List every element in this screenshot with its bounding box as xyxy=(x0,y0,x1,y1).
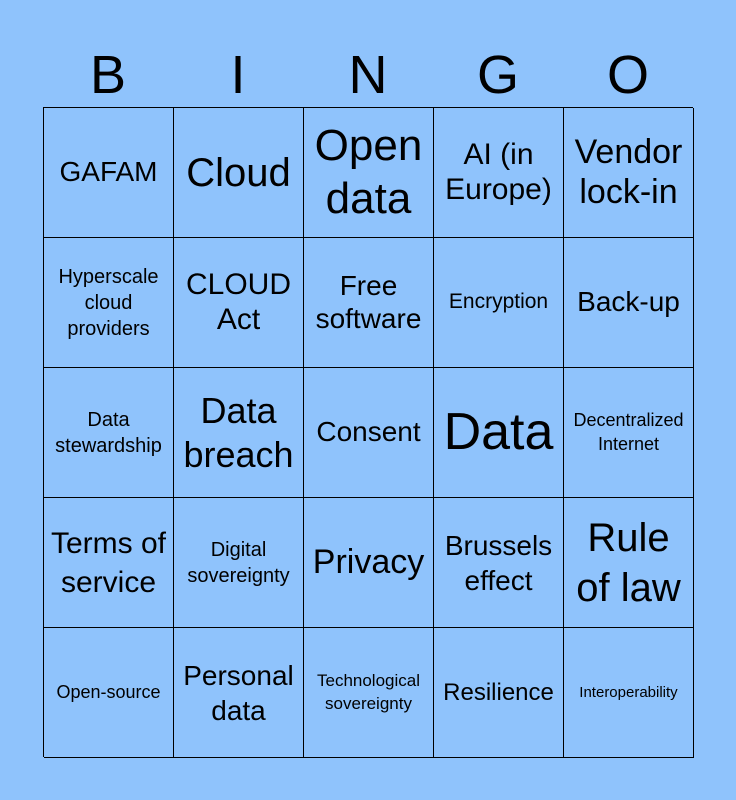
cell-label: Open data xyxy=(314,120,423,223)
cell-label: Digital sovereignty xyxy=(187,538,290,587)
bingo-cell[interactable]: Hyperscale cloud providers xyxy=(44,238,174,368)
cell-label: Free software xyxy=(315,270,422,334)
bingo-cell[interactable]: CLOUD Act xyxy=(174,238,304,368)
bingo-grid: GAFAM Cloud Open data AI (in Europe) Vendor … xyxy=(43,107,694,758)
bingo-cell[interactable]: Personal data xyxy=(174,628,304,758)
cell-label: Interoperability xyxy=(579,683,678,701)
bingo-header: B I N G O xyxy=(43,44,693,106)
cell-label: Consent xyxy=(316,416,421,448)
header-letter: B xyxy=(89,45,127,105)
cell-label: Decentralized Internet xyxy=(573,410,684,454)
cell-label: Open-source xyxy=(56,682,161,703)
cell-label: Cloud xyxy=(186,150,291,195)
bingo-cell[interactable]: Terms of service xyxy=(44,498,174,628)
bingo-cell[interactable]: Resilience xyxy=(434,628,564,758)
cell-label: Data xyxy=(443,402,554,461)
bingo-cell[interactable]: Data breach xyxy=(174,368,304,498)
bingo-cell[interactable]: Brussels effect xyxy=(434,498,564,628)
cell-label: Terms of service xyxy=(50,526,167,599)
header-letter: G xyxy=(476,45,519,105)
cell-label: Data stewardship xyxy=(55,408,162,457)
bingo-cell[interactable]: GAFAM xyxy=(44,108,174,238)
cell-label: Data breach xyxy=(183,390,294,475)
cell-label: Privacy xyxy=(312,542,425,581)
bingo-cell[interactable]: Consent xyxy=(304,368,434,498)
cell-label: Vendor lock-in xyxy=(574,133,683,211)
bingo-cell[interactable]: Open data xyxy=(304,108,434,238)
cell-label: Rule of law xyxy=(576,515,681,610)
cell-label: Technological sovereignty xyxy=(316,671,420,713)
bingo-cell[interactable]: Rule of law xyxy=(564,498,694,628)
bingo-cell[interactable]: Technological sovereignty xyxy=(304,628,434,758)
bingo-cell[interactable]: Data xyxy=(434,368,564,498)
cell-label: Encryption xyxy=(448,290,549,314)
bingo-cell[interactable]: Back-up xyxy=(564,238,694,368)
bingo-cell[interactable]: Privacy xyxy=(304,498,434,628)
cell-label: AI (in Europe) xyxy=(445,138,552,206)
cell-label: Hyperscale cloud providers xyxy=(58,265,159,340)
bingo-cell[interactable]: Vendor lock-in xyxy=(564,108,694,238)
cell-label: GAFAM xyxy=(59,156,158,188)
bingo-cell[interactable]: Free software xyxy=(304,238,434,368)
header-letter: I xyxy=(230,45,246,105)
cell-label: Personal data xyxy=(183,659,294,726)
header-letter: N xyxy=(348,45,388,105)
bingo-cell[interactable]: Open-source xyxy=(44,628,174,758)
bingo-cell[interactable]: AI (in Europe) xyxy=(434,108,564,238)
bingo-cell[interactable]: Encryption xyxy=(434,238,564,368)
bingo-cell[interactable]: Cloud xyxy=(174,108,304,238)
bingo-cell[interactable]: Digital sovereignty xyxy=(174,498,304,628)
cell-label: Resilience xyxy=(443,678,554,706)
cell-label: Back-up xyxy=(577,286,680,318)
header-letter: O xyxy=(606,45,649,105)
bingo-cell[interactable]: Data stewardship xyxy=(44,368,174,498)
cell-label: Brussels effect xyxy=(444,529,553,596)
cell-label: CLOUD Act xyxy=(185,268,291,336)
bingo-cell[interactable]: Interoperability xyxy=(564,628,694,758)
bingo-cell[interactable]: Decentralized Internet xyxy=(564,368,694,498)
